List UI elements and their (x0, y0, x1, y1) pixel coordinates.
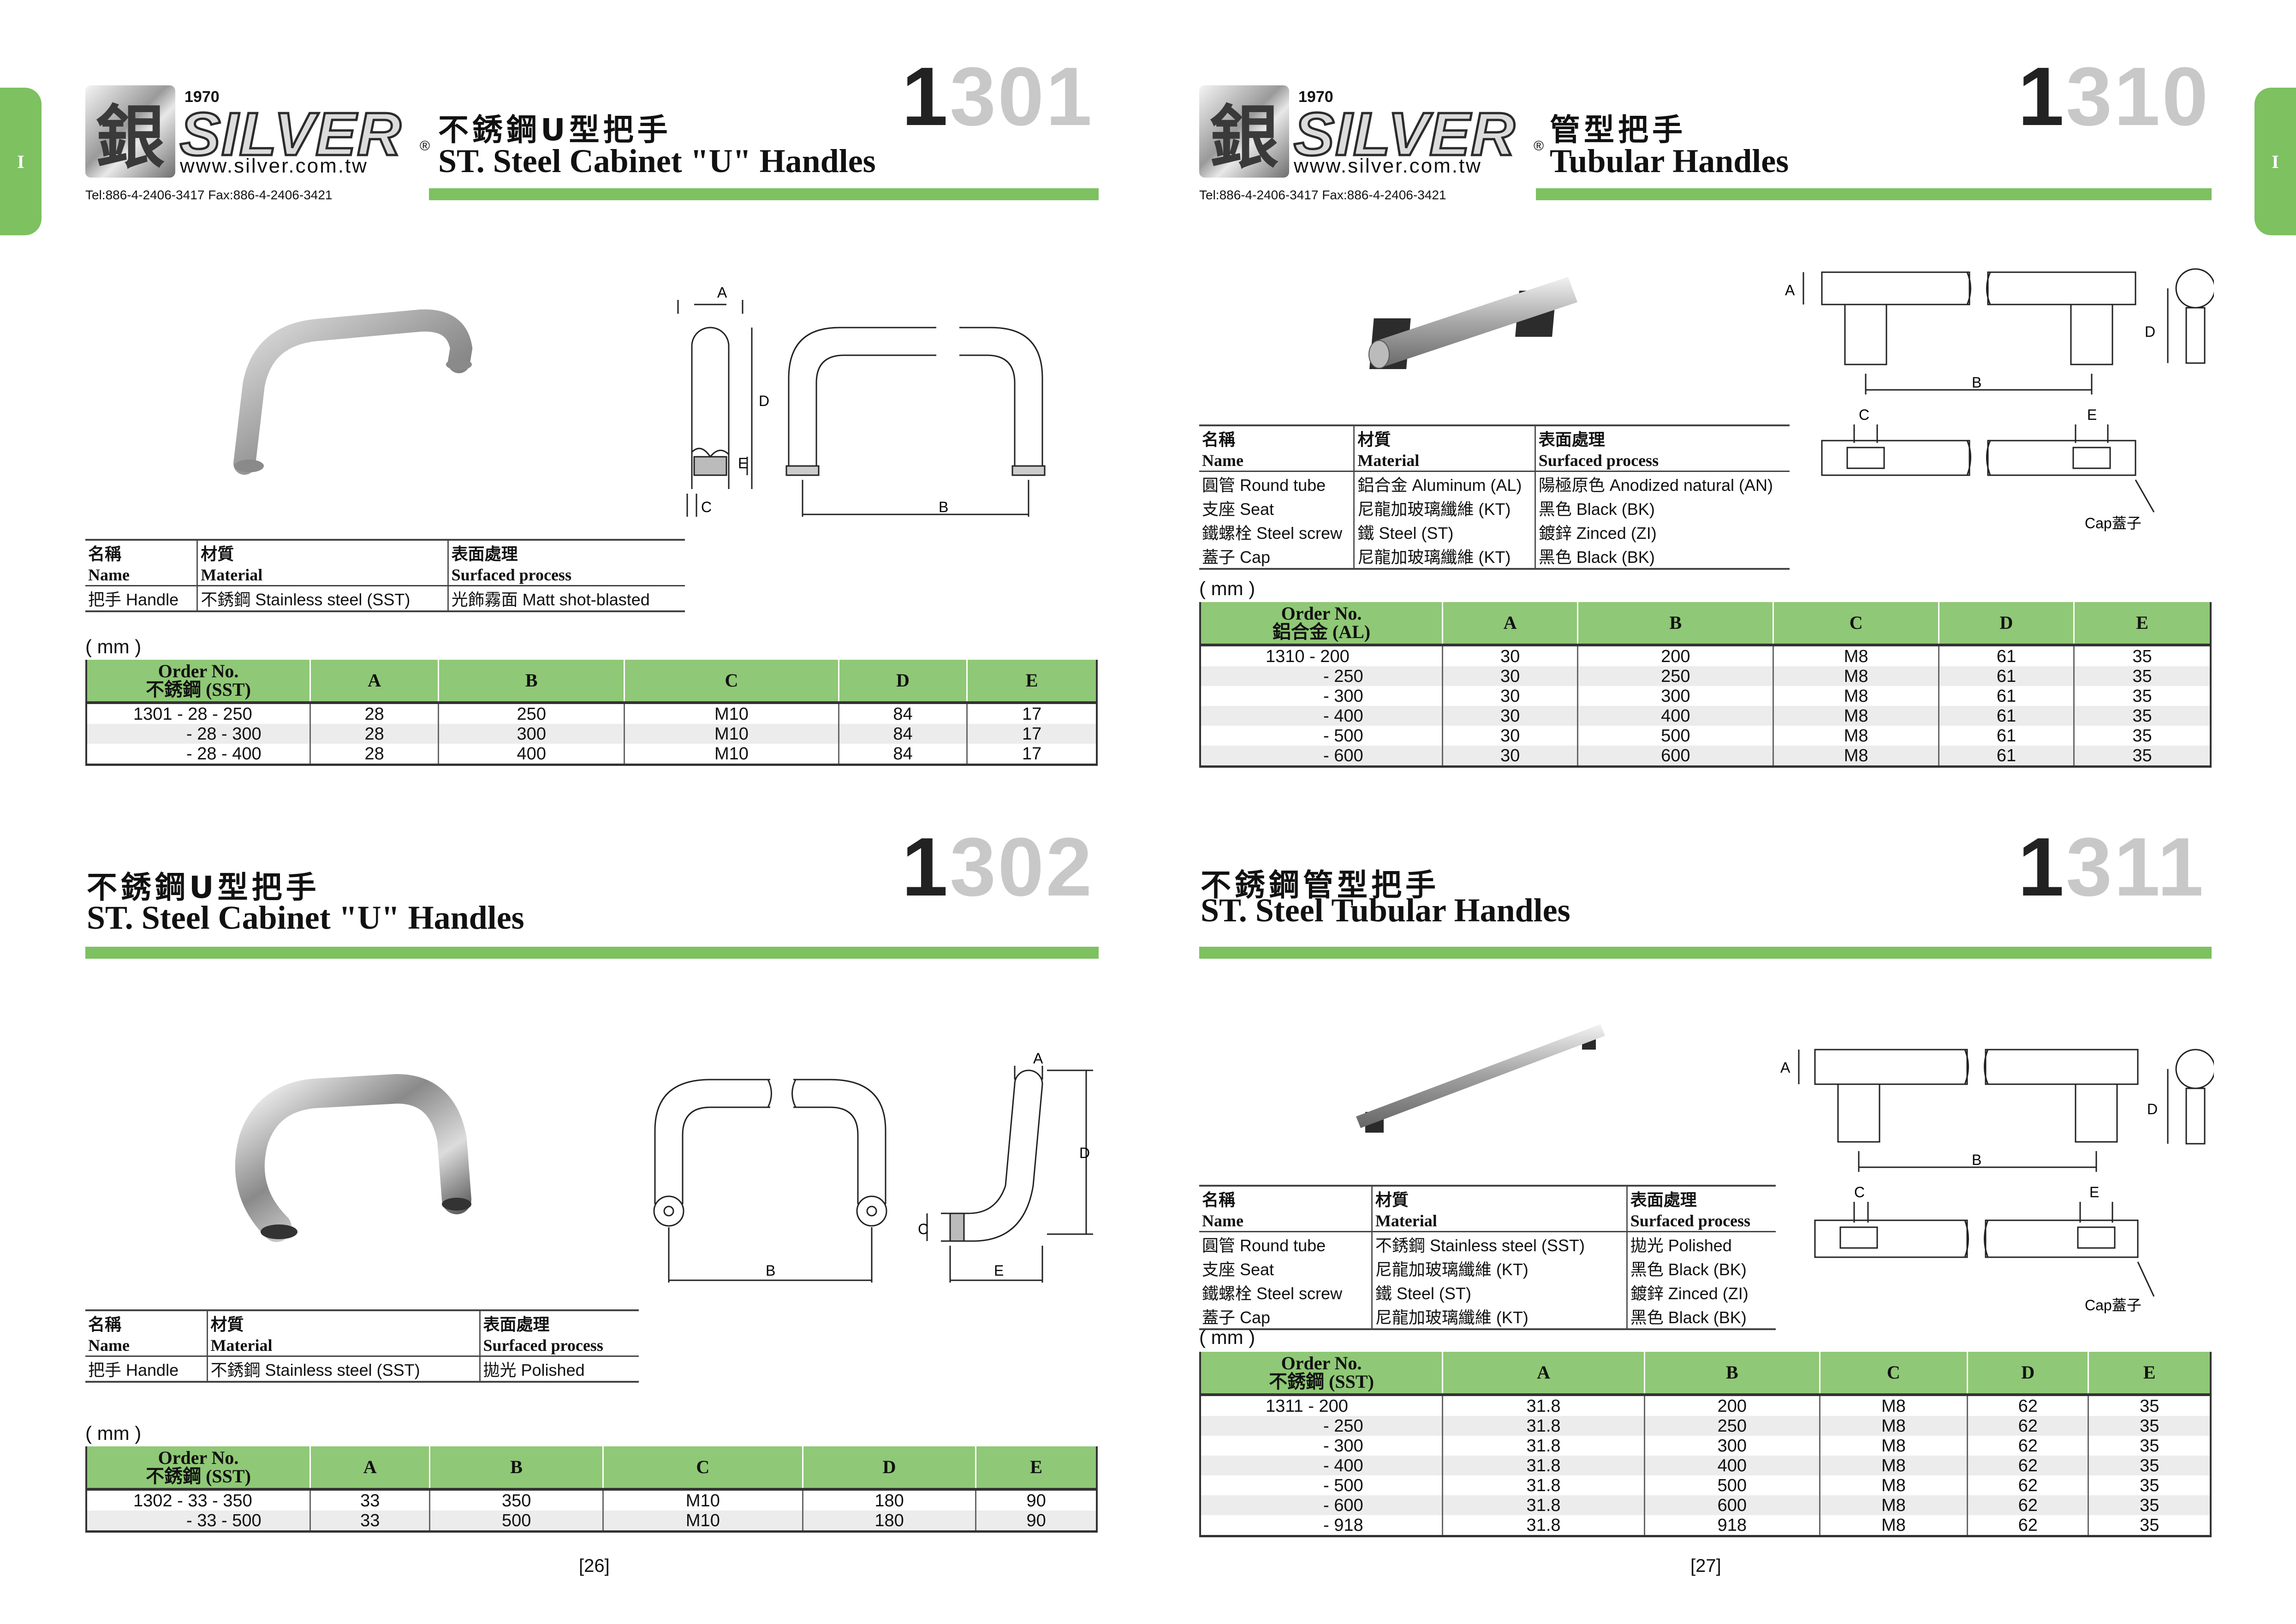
unit-label-1301: ( mm ) (85, 636, 142, 657)
dim-a: A (717, 286, 727, 301)
green-rule-1311 (1199, 947, 2212, 959)
dim-b: B (939, 499, 948, 515)
logo-year: 1970 (1298, 88, 1333, 106)
drawing-1302: A D C E B (653, 1052, 1093, 1283)
side-tab-label: I (2272, 151, 2279, 172)
unit-label-1310: ( mm ) (1199, 578, 1255, 599)
title-zh-1301: 不銹鋼U型把手 (438, 112, 672, 148)
title-zh-1310: 管型把手 (1550, 112, 1686, 148)
silver-mark-icon: 銀 (85, 85, 175, 178)
handle-photo-1311 (1356, 1024, 1605, 1133)
unit-label-1302: ( mm ) (85, 1422, 142, 1444)
drawing-1311: A D B C E Cap蓋子 (1780, 1049, 2214, 1314)
dim-d: D (759, 393, 769, 409)
logo-website: www.silver.com.tw (180, 155, 368, 177)
page-number-right: [27] (1690, 1556, 1721, 1576)
dim-d: D (1079, 1145, 1090, 1161)
cap-label-1311: Cap蓋子 (2085, 1297, 2141, 1314)
cap-label-1310: Cap蓋子 (2085, 515, 2141, 531)
logo-year: 1970 (184, 88, 220, 106)
logo-reg: ® (420, 138, 430, 154)
logo-website: www.silver.com.tw (1294, 155, 1482, 177)
unit-label-1311: ( mm ) (1199, 1326, 1255, 1348)
dim-c: C (1859, 406, 1869, 423)
title-zh-1311: 不銹鋼管型把手 (1201, 867, 1439, 903)
dim-e: E (994, 1262, 1004, 1279)
green-rule-1302 (85, 947, 1099, 959)
dim-c: C (918, 1221, 928, 1237)
handle-photo-1310 (1368, 277, 1577, 369)
silver-mark-icon: 銀 (1199, 85, 1289, 178)
logo-brand: SILVER (178, 100, 402, 168)
handle-photo-1302 (235, 1074, 471, 1242)
drawing-1301: A D E C B (677, 286, 1046, 517)
green-rule-1310 (1536, 188, 2212, 200)
dim-e: E (738, 455, 748, 472)
logo-tel: Tel:886-4-2406-3417 Fax:886-4-2406-3421 (85, 188, 333, 202)
dim-b: B (766, 1262, 775, 1279)
title-en-1301: ST. Steel Cabinet "U" Handles (438, 143, 876, 179)
dim-a: A (1785, 282, 1795, 299)
dim-c: C (1854, 1184, 1865, 1200)
dim-e: E (2089, 1184, 2099, 1200)
logo-tel: Tel:886-4-2406-3417 Fax:886-4-2406-3421 (1199, 188, 1446, 202)
dim-a: A (1033, 1052, 1043, 1067)
title-zh-1302: 不銹鋼U型把手 (87, 870, 320, 905)
product-code-1311: 1311 (2018, 821, 2206, 914)
silver-logo-right: 銀 1970 SILVER ® www.silver.com.tw Tel:88… (1199, 85, 1550, 205)
dim-e: E (2087, 406, 2097, 423)
dim-d: D (2145, 323, 2155, 340)
title-en-1310: Tubular Handles (1550, 143, 1789, 179)
product-code-1302: 1302 (902, 821, 1094, 914)
drawing-1310: A D B C E Cap蓋子 (1785, 268, 2214, 531)
side-tab-left: I (0, 88, 42, 235)
dim-b: B (1972, 1152, 1981, 1168)
side-tab-label: I (17, 151, 24, 172)
handle-photo-1301 (233, 309, 473, 475)
page-number-left: [26] (579, 1556, 610, 1576)
dim-b: B (1972, 374, 1981, 391)
green-rule-1301 (429, 188, 1099, 200)
dim-c: C (701, 499, 712, 515)
side-tab-right: I (2254, 88, 2296, 235)
dim-a: A (1780, 1059, 1790, 1076)
silver-logo-left: 銀 1970 SILVER ® www.silver.com.tw Tel:88… (85, 85, 436, 205)
logo-brand: SILVER (1292, 100, 1516, 168)
product-code-1301: 1301 (902, 50, 1094, 143)
title-en-1311: ST. Steel Tubular Handles (1201, 892, 1570, 929)
product-code-1310: 1310 (2018, 50, 2210, 143)
dim-d: D (2147, 1101, 2158, 1117)
title-en-1302: ST. Steel Cabinet "U" Handles (87, 899, 524, 936)
logo-reg: ® (1534, 138, 1544, 154)
